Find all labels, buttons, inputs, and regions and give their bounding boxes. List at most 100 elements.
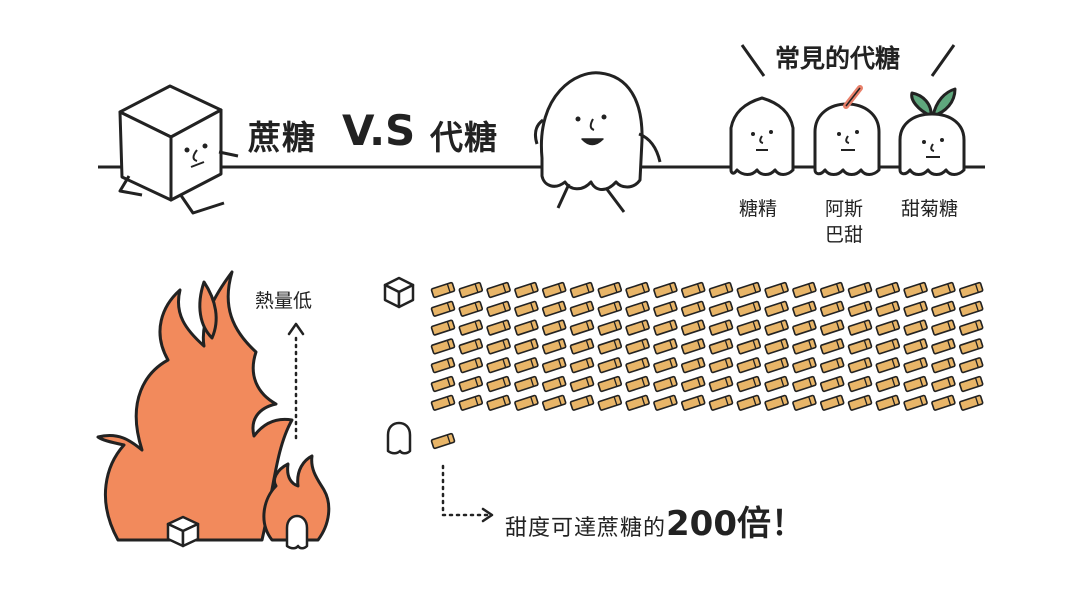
sugar-packet: [819, 375, 845, 393]
sugar-packet: [931, 300, 956, 317]
sugar-packet: [736, 319, 762, 336]
sugar-packet: [680, 281, 706, 299]
sugar-packet: [541, 338, 567, 355]
sugar-packet: [708, 338, 734, 355]
substitute-packet: [430, 432, 456, 450]
substitute-ghost-icon-small: [285, 514, 309, 550]
sugar-packet: [625, 281, 650, 299]
sugar-packet: [792, 375, 817, 393]
sweetener-name-stevia: 甜菊糖: [901, 198, 959, 220]
sugar-packet: [764, 281, 789, 299]
sugar-packet: [819, 357, 845, 374]
sugar-packet: [625, 357, 650, 374]
sugar-packet: [931, 375, 956, 393]
sugar-packet: [903, 357, 928, 374]
sugar-packet: [875, 338, 901, 355]
title-sucrose: 蔗糖: [248, 118, 316, 157]
sugar-packet: [569, 319, 595, 336]
sugar-packet: [514, 375, 539, 393]
sugar-packet: [597, 300, 623, 317]
sugar-packet: [625, 319, 650, 336]
sweetener-name-aspartame-1: 阿斯: [825, 198, 864, 220]
sugar-packet: [958, 394, 984, 411]
sugar-packet: [736, 281, 762, 299]
sugar-packet: [486, 357, 511, 374]
sweetener-name-saccharin: 糖精: [739, 198, 778, 220]
sweetness-value: 200倍: [666, 504, 771, 544]
sugar-packet: [514, 357, 539, 374]
sugar-packet: [430, 319, 456, 336]
sugar-packet: [597, 319, 623, 336]
sugar-packet: [486, 281, 511, 299]
sugar-packet: [792, 281, 817, 299]
sugar-packet: [875, 319, 901, 336]
sugar-packet: [736, 300, 762, 317]
sugar-packet: [597, 375, 623, 393]
sugar-packet: [792, 300, 817, 317]
sugar-packet: [736, 375, 762, 393]
sugar-packet: [680, 357, 706, 374]
sugar-packet: [708, 357, 734, 374]
sugar-packet: [708, 281, 734, 299]
sugar-packet: [680, 394, 706, 411]
sugar-packet: [514, 338, 539, 355]
sugar-packet: [736, 338, 762, 355]
sugar-packet: [486, 394, 511, 411]
sugar-packet: [708, 375, 734, 393]
sugar-packet: [625, 394, 650, 411]
sugar-packet: [958, 357, 984, 374]
sugar-packet: [792, 394, 817, 411]
sugar-packet: [486, 319, 511, 336]
sugar-packet: [819, 300, 845, 317]
sugar-packet: [903, 300, 928, 317]
sugar-packet: [569, 357, 595, 374]
sweetness-prefix: 甜度可達蔗糖的: [505, 516, 667, 541]
sugar-packet: [430, 338, 456, 355]
sugar-packet: [430, 394, 456, 411]
sugar-packet: [458, 281, 484, 299]
sugar-packet: [736, 394, 762, 411]
sugar-packet: [819, 281, 845, 299]
sugar-packet: [458, 357, 484, 374]
sugar-packet: [653, 394, 678, 411]
sugar-packet: [653, 300, 678, 317]
high-calorie-flame-icon: [96, 270, 294, 542]
sugar-packet: [764, 357, 789, 374]
sugar-packet: [625, 375, 650, 393]
sugar-packet: [653, 338, 678, 355]
sugar-packet: [458, 319, 484, 336]
sugar-packet: [847, 375, 873, 393]
sugar-packet: [764, 394, 789, 411]
substitute-row-ghost-icon: [386, 421, 412, 455]
stevia-character-icon: [898, 87, 966, 176]
sugar-packet: [625, 300, 650, 317]
sugar-packet: [903, 338, 928, 355]
sugar-packet: [653, 319, 678, 336]
calorie-arrow: [287, 322, 305, 440]
sugar-packet: [597, 357, 623, 374]
title-substitute: 代糖: [430, 118, 498, 157]
label-stroke-left: [740, 44, 766, 77]
sugar-packet: [458, 300, 484, 317]
sugar-packet: [958, 319, 984, 336]
sugar-cube-character-icon: [118, 84, 239, 215]
sugar-packet: [514, 300, 539, 317]
sugar-packet: [931, 338, 956, 355]
sugar-packet: [847, 357, 873, 374]
sugar-packet: [764, 300, 789, 317]
sugar-packet: [931, 394, 956, 411]
sugar-packet: [708, 319, 734, 336]
sugar-packet: [597, 281, 623, 299]
sugar-row-cube-icon: [383, 276, 415, 309]
sugar-packet: [486, 338, 511, 355]
sugar-packet: [541, 319, 567, 336]
sugar-packet: [541, 300, 567, 317]
sugar-packet: [458, 338, 484, 355]
sugar-packet: [708, 394, 734, 411]
sweetness-suffix: ！: [771, 504, 805, 544]
sugar-packet: [680, 319, 706, 336]
sugar-packet: [625, 338, 650, 355]
sugar-packet: [569, 394, 595, 411]
sugar-packet: [931, 357, 956, 374]
sugar-packet: [931, 319, 956, 336]
